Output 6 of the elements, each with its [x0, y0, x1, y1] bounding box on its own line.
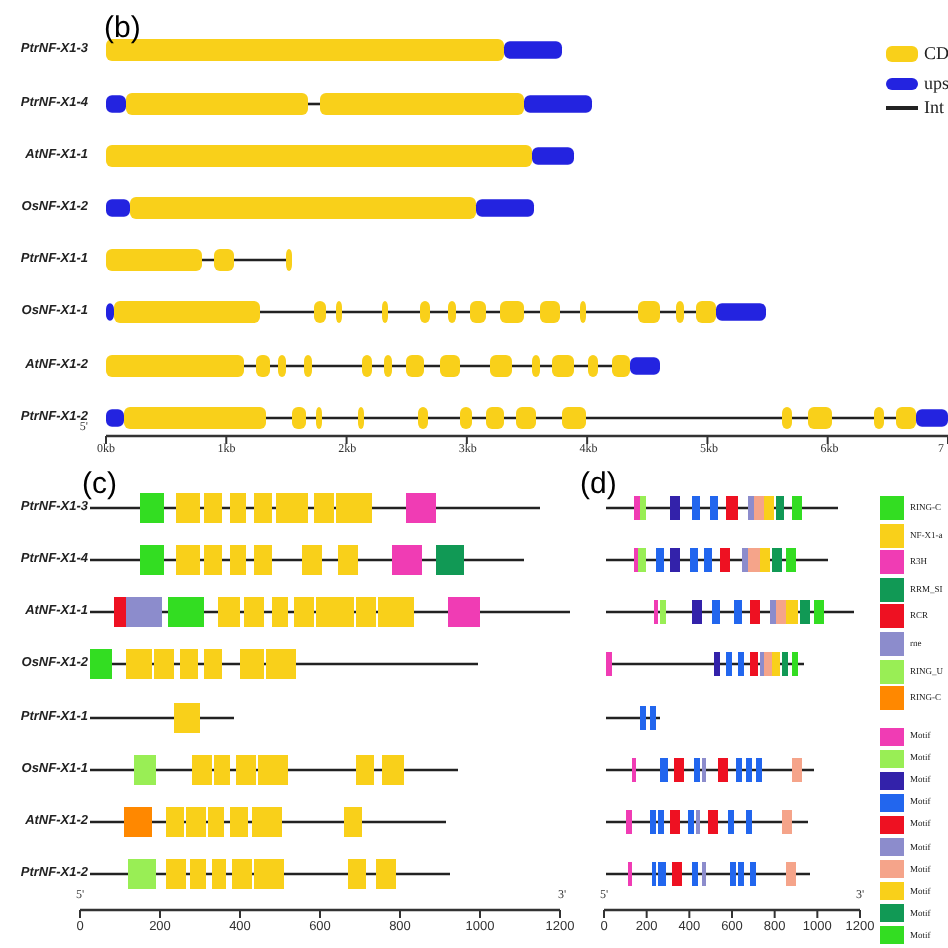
legend-text: Int — [924, 99, 944, 117]
legend-text: CD — [924, 45, 948, 63]
panel-letter: (c) — [82, 469, 117, 499]
panel-letter: (b) — [104, 13, 141, 43]
panel-letter: (d) — [580, 469, 617, 499]
legend-text: ups — [924, 75, 948, 93]
